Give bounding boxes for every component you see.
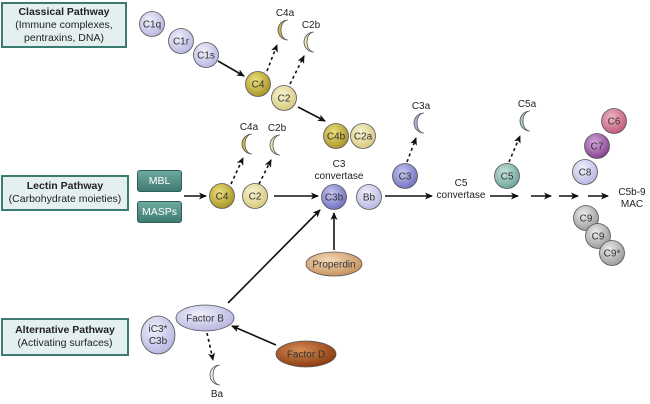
node-label: C3b <box>149 336 168 347</box>
node-c2a: C2a <box>350 123 376 149</box>
node-c6: C6 <box>601 108 627 134</box>
lectin-pathway-title: Lectin Pathway <box>26 180 104 192</box>
fragment-label: C2b <box>268 123 287 134</box>
arrow-c2-to-c4b <box>297 106 326 122</box>
fragment-c4a-classical: C4a <box>276 8 295 41</box>
node-c4-classical: C4 <box>245 71 271 97</box>
classical-pathway-subtitle-1: (Immune complexes, <box>15 18 113 31</box>
node-c1r: C1r <box>168 28 194 54</box>
node-label: C6 <box>608 117 621 128</box>
node-label: C8 <box>579 168 592 179</box>
lectin-pathway-subtitle: (Carbohydrate moieties) <box>8 193 122 205</box>
node-label: C5 <box>501 172 514 183</box>
node-label: C1q <box>143 20 161 31</box>
node-c3: C3 <box>392 163 418 189</box>
node-label: C3b <box>325 193 344 204</box>
fragment-label: C4a <box>276 8 295 19</box>
c5-convertase-label-1: C5 <box>455 178 468 189</box>
node-label: C2 <box>278 94 291 105</box>
fragment-c2b-classical: C2b <box>302 20 321 53</box>
node-c4b: C4b <box>323 123 349 149</box>
node-label: Factor B <box>186 314 224 325</box>
node-label: C3 <box>399 172 412 183</box>
mbl-box: MBL <box>137 170 182 192</box>
fragment-label: C5a <box>518 99 537 110</box>
node-label: C4 <box>252 80 265 91</box>
node-label: iC3* <box>149 324 168 335</box>
arrow-factorb-to-c3b <box>227 209 321 304</box>
node-label: C9 <box>592 232 605 243</box>
lectin-pathway-box: Lectin Pathway (Carbohydrate moieties) <box>1 175 129 211</box>
node-factor-b: Factor B <box>175 304 235 332</box>
mac-label-1: C5b-9 <box>618 187 646 198</box>
node-factor-d: Factor D <box>275 340 337 368</box>
classical-pathway-title: Classical Pathway <box>18 5 110 18</box>
fragment-ba: Ba <box>209 364 224 400</box>
node-c7: C7 <box>584 133 610 159</box>
node-c2-classical: C2 <box>271 85 297 111</box>
node-c9-3: C9* <box>599 240 625 266</box>
mac-label-2: MAC <box>621 199 643 210</box>
arrow-factord-to-factorb <box>231 325 277 346</box>
node-c3b: C3b <box>321 184 347 210</box>
dashed-arrow-c4-to-c4a-classical <box>266 44 278 72</box>
fragment-label: Ba <box>211 389 224 400</box>
node-label: C2a <box>354 132 373 143</box>
c3-convertase-label-2: convertase <box>315 171 364 182</box>
node-c9-2: C9 <box>585 223 611 249</box>
node-ic3-c3b: iC3*C3b <box>140 315 176 355</box>
node-c1s: C1s <box>193 42 219 68</box>
node-label: C7 <box>591 142 604 153</box>
node-label: Properdin <box>312 260 355 271</box>
fragment-label: C2b <box>302 20 321 31</box>
c5-convertase-label-2: convertase <box>437 190 486 201</box>
node-label: Bb <box>363 193 376 204</box>
classical-pathway-box: Classical Pathway (Immune complexes, pen… <box>1 2 127 48</box>
node-label: C2 <box>249 192 262 203</box>
dashed-arrow-c2-to-c2b-lectin <box>258 159 272 185</box>
dashed-arrow-c5-to-c5a <box>508 135 521 163</box>
node-c1q: C1q <box>139 11 165 37</box>
fragment-label: C4a <box>240 122 259 133</box>
dashed-arrow-c3-to-c3a <box>406 137 417 163</box>
node-label: C9 <box>580 214 593 225</box>
node-c5: C5 <box>494 163 520 189</box>
alternative-pathway-box: Alternative Pathway (Activating surfaces… <box>1 318 129 356</box>
fragment-c4a-lectin: C4a <box>240 122 259 155</box>
alternative-pathway-subtitle: (Activating surfaces) <box>17 337 113 349</box>
fragment-label: C3a <box>412 101 431 112</box>
arrow-c1s-to-c4 <box>217 60 245 77</box>
dashed-arrow-c2-to-c2b-classical <box>289 55 305 85</box>
node-label: C4 <box>216 192 229 203</box>
masps-box: MASPs <box>137 201 182 223</box>
node-bb: Bb <box>356 184 382 210</box>
node-properdin: Properdin <box>305 251 363 277</box>
node-label: C4b <box>327 132 346 143</box>
alternative-pathway-title: Alternative Pathway <box>15 324 115 336</box>
classical-pathway-subtitle-2: pentraxins, DNA) <box>24 31 104 44</box>
fragment-c2b-lectin: C2b <box>268 123 287 156</box>
node-c9-1: C9 <box>573 205 599 231</box>
node-label: C1s <box>197 51 215 62</box>
c3-convertase-label-1: C3 <box>333 159 346 170</box>
node-c2-lectin: C2 <box>242 183 268 209</box>
node-c4-lectin: C4 <box>209 183 235 209</box>
node-label: C9* <box>604 249 621 260</box>
fragment-c3a: C3a <box>412 101 431 134</box>
dashed-arrow-c4-to-c4a-lectin <box>230 157 244 185</box>
node-label: C1r <box>173 37 190 48</box>
node-label: Factor D <box>287 350 325 361</box>
dashed-arrow-factorb-to-ba <box>206 332 215 361</box>
fragment-c5a: C5a <box>518 99 537 132</box>
node-c8: C8 <box>572 159 598 185</box>
